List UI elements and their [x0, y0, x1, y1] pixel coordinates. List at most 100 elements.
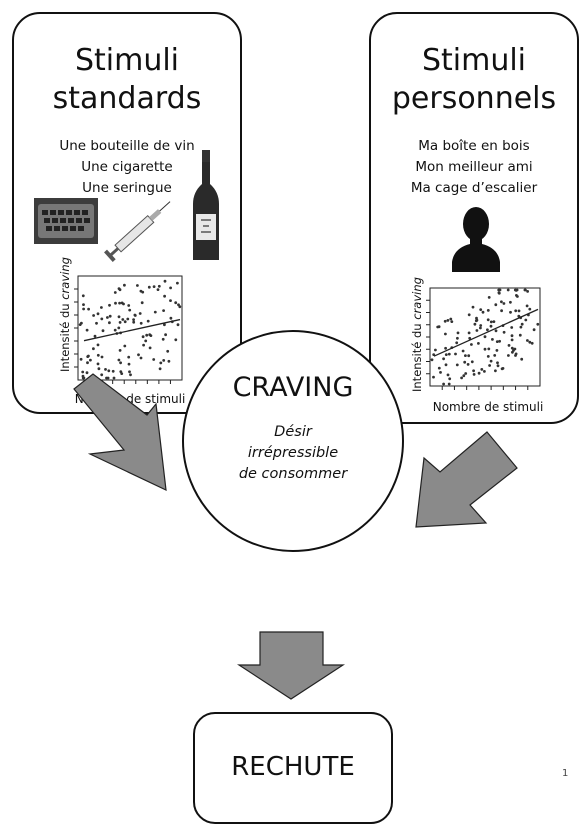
data-point [520, 357, 524, 361]
craving-title: CRAVING [232, 372, 354, 403]
data-point [479, 308, 483, 311]
data-point [498, 288, 502, 292]
data-point [107, 369, 111, 373]
data-point [432, 353, 436, 356]
data-point [101, 329, 105, 333]
data-point [444, 363, 448, 367]
data-point [139, 356, 143, 360]
data-point [122, 302, 125, 306]
data-point [477, 371, 481, 375]
data-point [132, 320, 136, 324]
data-point [514, 352, 518, 356]
data-point [82, 307, 85, 311]
data-point [475, 316, 478, 320]
data-point [488, 364, 491, 367]
data-point [524, 318, 528, 322]
data-point [108, 314, 112, 318]
rechute-label: RECHUTE [231, 752, 355, 782]
data-point [497, 291, 501, 295]
data-point [162, 309, 165, 312]
data-point [176, 323, 180, 327]
data-point [138, 312, 142, 315]
data-point [108, 303, 111, 307]
data-point [472, 369, 475, 373]
data-point [78, 323, 82, 326]
data-point [461, 349, 465, 353]
data-point [128, 308, 132, 312]
data-point [532, 328, 536, 332]
data-point [174, 301, 178, 305]
data-point [92, 347, 95, 351]
data-point [454, 352, 457, 356]
data-point [152, 358, 156, 361]
data-point [96, 362, 100, 366]
data-point [525, 304, 529, 308]
data-point [158, 367, 162, 371]
data-point [167, 359, 171, 363]
data-point [486, 309, 490, 312]
stimulus-item: Mon meilleur ami [415, 159, 533, 175]
data-point [140, 301, 144, 305]
data-point [492, 320, 496, 323]
data-point [177, 303, 180, 307]
data-point [169, 299, 172, 302]
data-point [449, 317, 453, 321]
data-point [502, 302, 506, 305]
data-point [432, 375, 435, 379]
data-point [133, 313, 137, 317]
data-point [141, 335, 145, 339]
data-point [518, 333, 522, 337]
data-point [493, 354, 497, 357]
data-point [467, 313, 471, 317]
data-point [113, 328, 117, 332]
data-point [120, 372, 124, 375]
data-point [121, 318, 125, 321]
craving-sub-line: irrépressible [247, 445, 339, 461]
data-point [464, 372, 468, 375]
data-point [455, 341, 459, 345]
stimulus-item: Une cigarette [81, 159, 173, 175]
data-point [514, 309, 518, 313]
data-point [516, 295, 519, 298]
trend-line [83, 318, 181, 342]
stimuli-personnels-title-1: Stimuli [421, 43, 527, 78]
data-point [471, 305, 475, 309]
data-point [100, 373, 104, 377]
data-point [81, 294, 85, 298]
data-point [501, 367, 505, 370]
craving-sub-line: de consommer [238, 466, 348, 482]
data-point [509, 310, 512, 314]
data-point [502, 330, 506, 334]
data-point [126, 317, 130, 321]
data-point [139, 321, 143, 325]
data-point [127, 304, 131, 307]
data-point [137, 353, 140, 357]
data-point [444, 353, 448, 356]
data-point [496, 361, 499, 365]
data-point [470, 343, 473, 346]
left-scatter-plot [74, 275, 183, 384]
data-point [494, 303, 498, 307]
data-point [494, 329, 498, 333]
data-point [163, 279, 167, 283]
data-point [444, 346, 447, 350]
data-point [460, 376, 463, 380]
data-point [519, 325, 523, 329]
data-point [136, 284, 139, 287]
data-point [169, 286, 172, 290]
stimuli-standards-title-1: Stimuli [74, 43, 180, 78]
data-point [104, 368, 107, 371]
data-point [108, 321, 111, 325]
data-point [164, 333, 167, 337]
rechute-box: RECHUTE [193, 712, 393, 824]
data-point [162, 359, 166, 362]
data-point [510, 346, 514, 350]
data-point [437, 366, 441, 370]
data-point [444, 332, 447, 336]
data-point [127, 355, 131, 359]
data-point [483, 347, 487, 351]
data-point [509, 300, 512, 304]
